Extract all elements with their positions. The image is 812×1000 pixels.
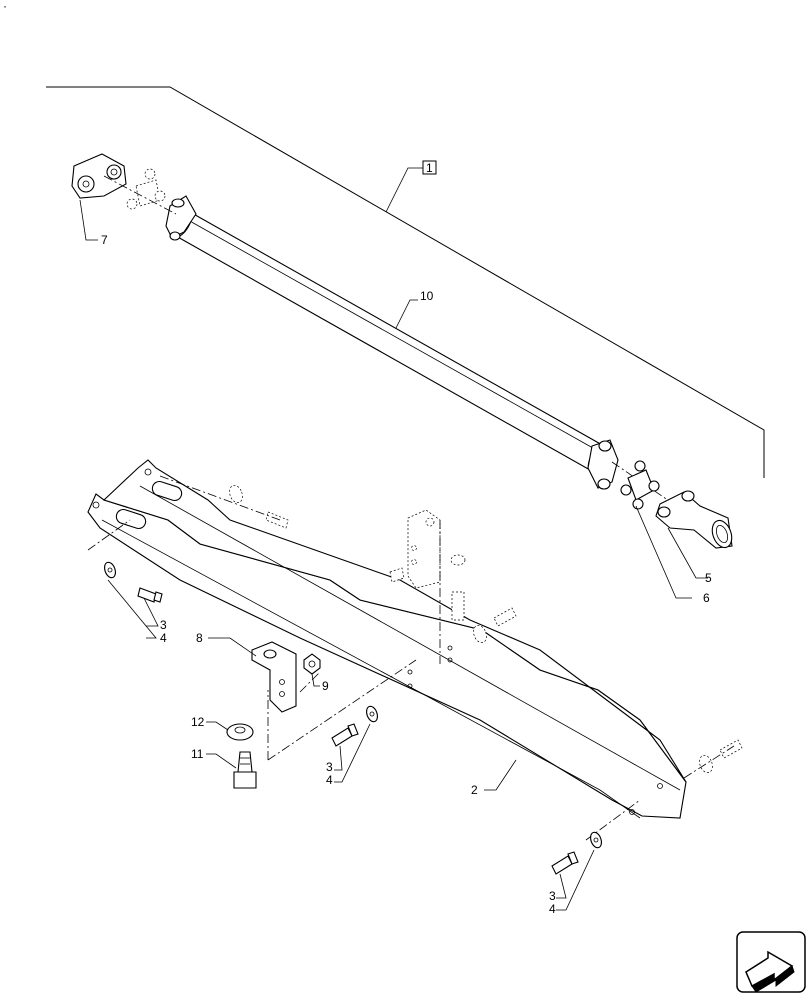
tube-yoke-front [165,195,197,241]
callout-2: 2 [471,783,478,797]
leader-bottom-4 [556,849,595,911]
assembly-center-lines [87,475,735,841]
callout-7: 7 [101,233,108,247]
callout-6: 6 [703,591,710,605]
leader-8 [208,637,257,657]
driveshaft-tube [173,210,607,472]
washer-left [104,561,116,579]
next-page-arrow-icon[interactable] [736,931,806,993]
upright-support [407,509,441,589]
slip-yoke-rear [655,490,733,549]
assembly-leader [385,167,423,213]
corner-mark: · [3,0,7,13]
bolt-left [137,587,163,603]
callout-8: 8 [196,631,203,645]
callout-12: 12 [191,715,205,729]
leader-12 [206,721,229,731]
universal-joint-rear [620,460,660,510]
leader-center-3 [334,745,343,771]
hex-nut [303,653,321,675]
mounting-bracket [251,641,297,713]
callout-9: 9 [322,679,329,693]
callout-10: 10 [420,289,434,303]
callout-bottom-4: 4 [549,902,556,916]
callout-center-4: 4 [326,773,333,787]
washer-center [366,705,378,723]
leader-left-3 [143,597,159,627]
leader-2 [484,759,517,791]
assembly-ref-label: 1 [426,161,433,175]
tube-yoke-rear [587,439,619,490]
leader-7 [79,199,98,241]
bolt-large [233,751,257,789]
flange-yoke-front [71,153,127,199]
universal-joint-front [126,168,166,210]
guard-shield [87,459,687,819]
leader-bottom-3 [556,873,567,899]
leader-10 [395,299,418,329]
callout-left-3: 3 [160,618,167,632]
assembly-ref-box: 1 [422,160,437,175]
bolt-center [331,723,359,747]
callout-bottom-3: 3 [549,889,556,903]
leader-9 [311,673,320,687]
leader-11 [206,753,237,769]
washer-large [226,723,254,741]
leader-left-4 [107,579,157,639]
leader-5 [667,527,708,579]
washer-bottom [590,831,602,849]
callout-5: 5 [705,571,712,585]
leader-center-4 [334,723,371,783]
callout-center-3: 3 [326,760,333,774]
assembly-bracket-line [46,86,765,478]
callout-11: 11 [191,747,204,761]
hidden-fasteners [229,484,743,774]
leader-6 [635,505,692,599]
bolt-bottom [551,851,579,875]
callout-left-4: 4 [160,631,167,645]
